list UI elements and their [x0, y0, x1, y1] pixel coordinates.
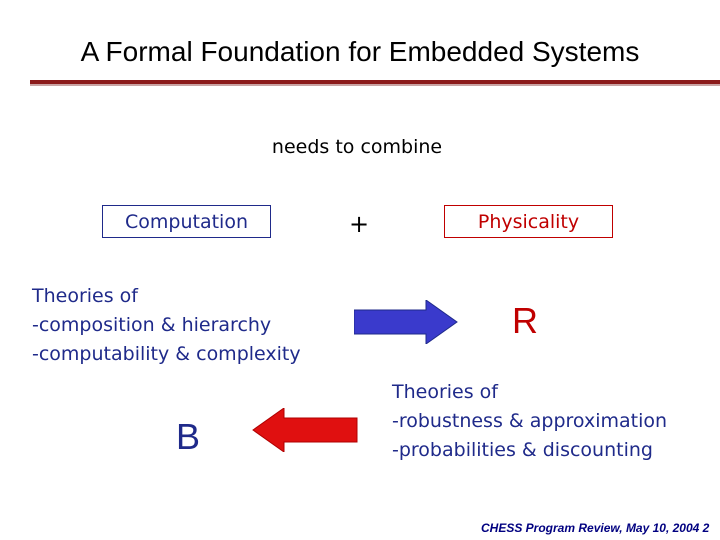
- arrow-right-shape: [354, 300, 458, 344]
- computation-label: Computation: [125, 210, 248, 233]
- footer-text: CHESS Program Review, May 10, 2004 2: [481, 521, 710, 535]
- r-letter: R: [512, 300, 538, 341]
- right-theories-line2: -probabilities & discounting: [392, 439, 653, 461]
- left-theories-line2: -computability & complexity: [32, 343, 301, 365]
- right-theories-heading: Theories of: [392, 381, 498, 403]
- right-theories-block: Theories of -robustness & approximation …: [392, 378, 667, 465]
- right-theories-line1: -robustness & approximation: [392, 410, 668, 432]
- physicality-box: Physicality: [444, 205, 613, 238]
- computation-box: Computation: [102, 205, 271, 238]
- subtitle: needs to combine: [271, 136, 443, 158]
- plus-sign: +: [349, 210, 370, 238]
- arrow-left-icon: [252, 408, 358, 452]
- arrow-left-shape: [252, 408, 358, 452]
- title-rule-shadow: [30, 84, 720, 86]
- physicality-label: Physicality: [477, 210, 580, 233]
- left-theories-line1: -composition & hierarchy: [32, 314, 272, 336]
- b-letter: B: [176, 416, 201, 457]
- left-theories-heading: Theories of: [32, 285, 138, 307]
- slide-title: A Formal Foundation for Embedded Systems: [80, 36, 640, 67]
- title-rule: [30, 80, 720, 84]
- left-theories-block: Theories of -composition & hierarchy -co…: [32, 282, 301, 369]
- arrow-right-icon: [354, 300, 458, 344]
